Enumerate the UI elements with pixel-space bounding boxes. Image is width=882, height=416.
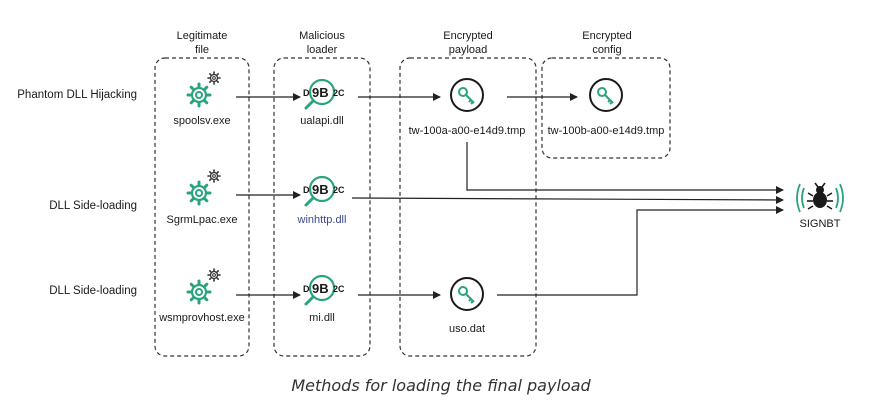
gear-icon bbox=[186, 169, 221, 206]
row-label-1: Phantom DLL Hijacking bbox=[17, 89, 137, 101]
payload-file-2: uso.dat bbox=[449, 323, 485, 335]
signbt-label: SIGNBT bbox=[800, 218, 841, 230]
figure-caption: Methods for loading the final payload bbox=[291, 376, 591, 395]
header-payload-line1: Encrypted bbox=[443, 30, 493, 42]
loader-hex-left: D bbox=[303, 88, 310, 98]
legit-file-1: spoolsv.exe bbox=[173, 115, 230, 127]
header-config-line1: Encrypted bbox=[582, 30, 632, 42]
header-loader-line2: loader bbox=[307, 44, 338, 56]
loader-hex-left: D bbox=[303, 284, 310, 294]
loader-hex-main: 9B bbox=[312, 281, 329, 296]
header-loader-line1: Malicious bbox=[299, 30, 345, 42]
config-column-box bbox=[541, 57, 671, 159]
header-legit-line2: file bbox=[195, 44, 209, 56]
arrow-loader2-signbt bbox=[351, 195, 784, 204]
loader-hex-main: 9B bbox=[312, 85, 329, 100]
gear-icon bbox=[186, 71, 221, 108]
legit-file-3: wsmprovhost.exe bbox=[158, 312, 245, 324]
row-label-3: DLL Side-loading bbox=[49, 285, 137, 297]
key-icon bbox=[589, 78, 623, 112]
loader-hex-right: 2C bbox=[333, 284, 345, 294]
header-config-line2: config bbox=[592, 44, 621, 56]
loader-hex-right: 2C bbox=[333, 185, 345, 195]
loader-file-3: mi.dll bbox=[309, 312, 335, 324]
legit-file-2: SgrmLpac.exe bbox=[167, 214, 238, 226]
loader-file-1: ualapi.dll bbox=[300, 115, 343, 127]
magnifier-icon: D 9B 2C bbox=[303, 274, 345, 306]
payload-file-1: tw-100a-a00-e14d9.tmp bbox=[409, 125, 526, 137]
key-icon bbox=[450, 277, 484, 311]
row-label-2: DLL Side-loading bbox=[49, 200, 137, 212]
loader-column-box bbox=[273, 57, 371, 357]
loader-hex-right: 2C bbox=[333, 88, 345, 98]
magnifier-icon: D 9B 2C bbox=[303, 175, 345, 207]
arrow-payload1-signbt bbox=[466, 142, 784, 194]
key-icon bbox=[450, 78, 484, 112]
bug-icon bbox=[796, 182, 844, 213]
gear-icon bbox=[186, 268, 221, 305]
header-payload-line2: payload bbox=[449, 44, 488, 56]
payload-column-box bbox=[399, 57, 537, 357]
diagram-canvas: Legitimate file Malicious loader Encrypt… bbox=[17, 30, 844, 357]
loader-hex-left: D bbox=[303, 185, 310, 195]
legit-column-box bbox=[154, 57, 250, 357]
header-legit-line1: Legitimate bbox=[177, 30, 228, 42]
arrow-payload2-signbt bbox=[497, 206, 784, 296]
loader-hex-main: 9B bbox=[312, 182, 329, 197]
magnifier-icon: D 9B 2C bbox=[303, 78, 345, 110]
loader-file-2: winhttp.dll bbox=[297, 214, 347, 226]
config-file: tw-100b-a00-e14d9.tmp bbox=[548, 125, 665, 137]
